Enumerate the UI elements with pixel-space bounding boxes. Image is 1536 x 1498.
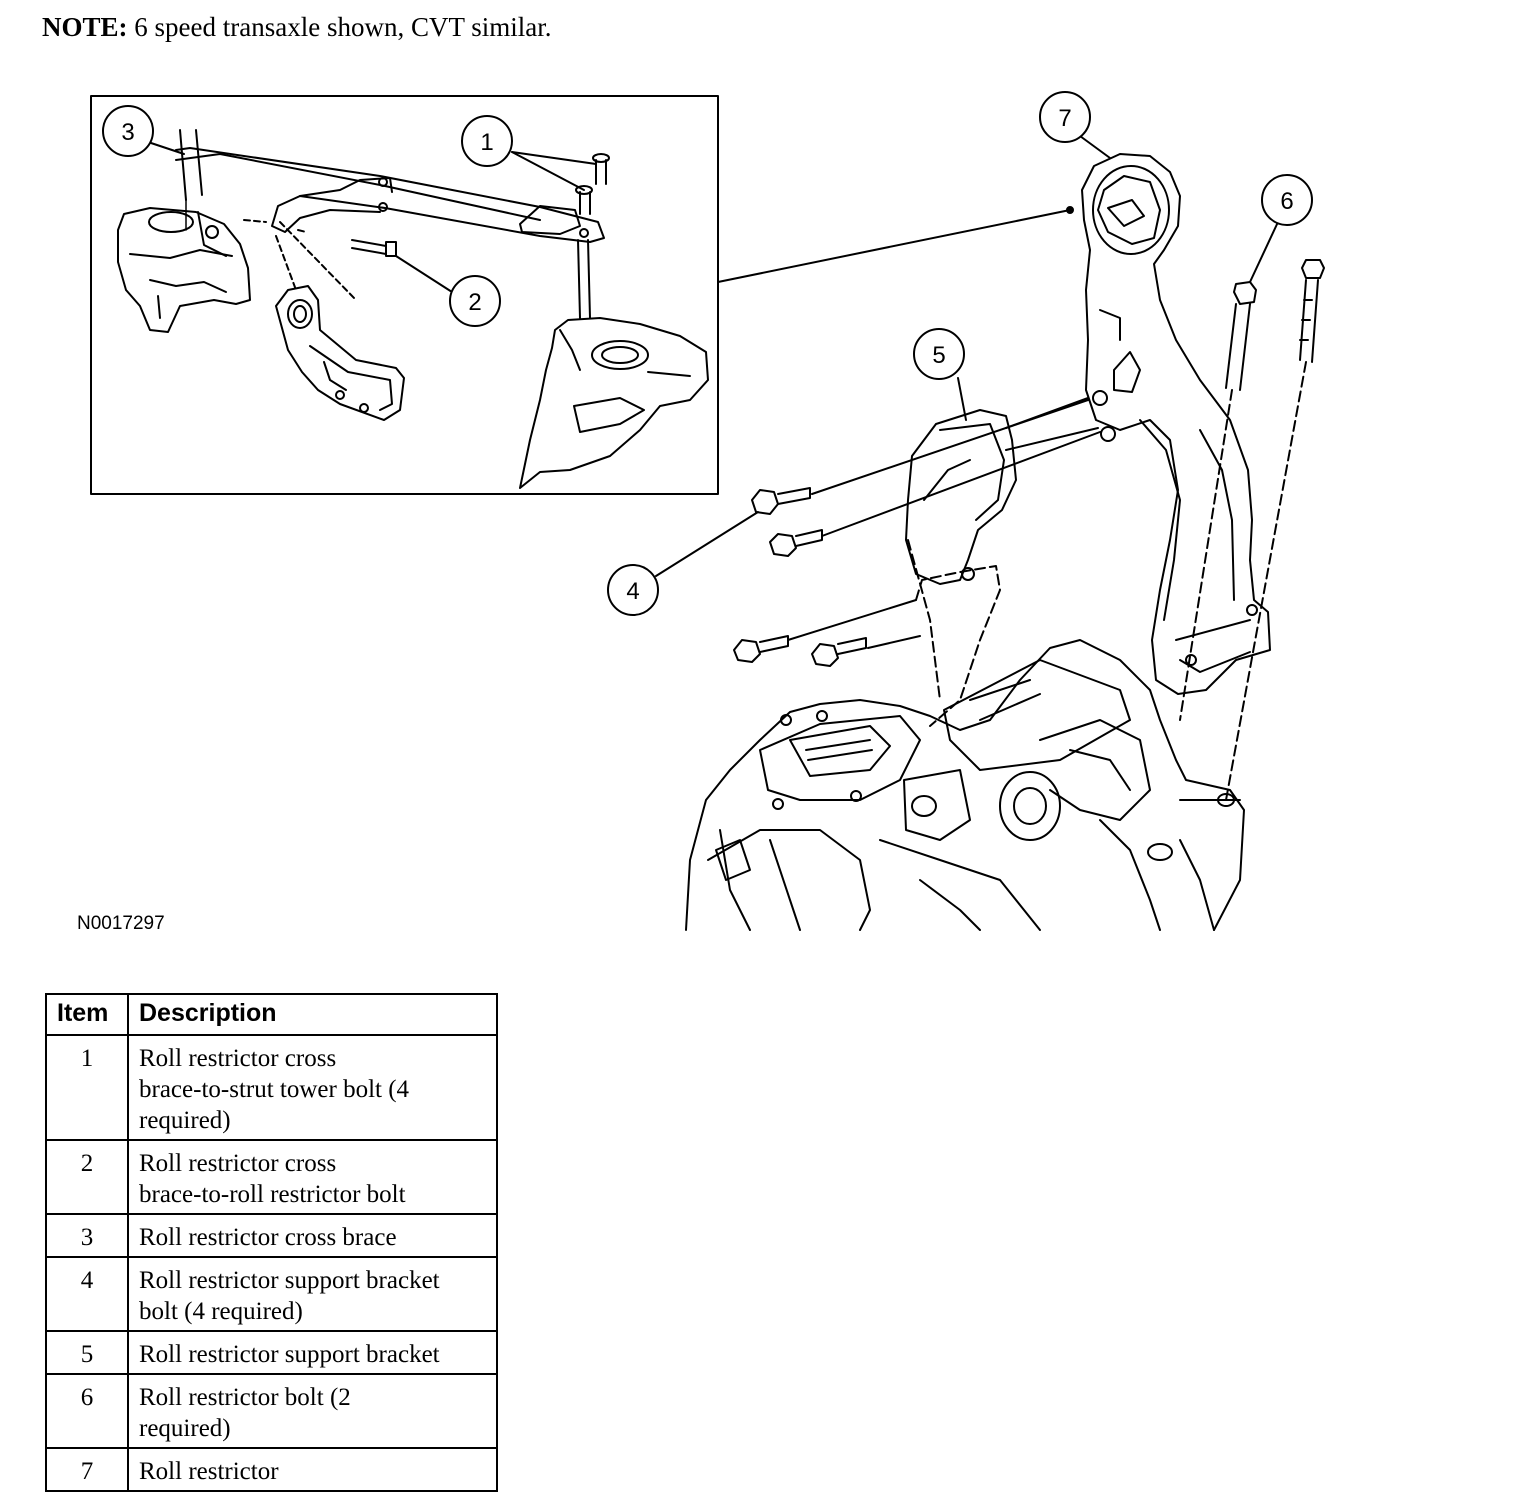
callout-5-label: 5	[932, 342, 945, 369]
inset-bolts-1-drawing	[575, 153, 610, 215]
description-line: Roll restrictor cross	[139, 1045, 337, 1072]
transaxle-drawing	[685, 639, 1245, 931]
right-strut-tower-drawing	[519, 239, 709, 489]
callout-3-label: 3	[121, 119, 134, 146]
description-line: required)	[139, 1415, 231, 1442]
table-row: 1 Roll restrictor cross brace-to-strut t…	[45, 1034, 498, 1141]
callout-6-label: 6	[1280, 188, 1293, 215]
note-body: 6 speed transaxle shown, CVT similar.	[134, 12, 552, 42]
description-line: Roll restrictor cross brace	[139, 1224, 397, 1251]
callout-3: 3	[102, 105, 154, 157]
callout-5: 5	[913, 328, 965, 380]
callout-1-label: 1	[480, 129, 493, 156]
item-number: 2	[45, 1139, 129, 1215]
item-number: 5	[45, 1330, 129, 1375]
note-text: NOTE: 6 speed transaxle shown, CVT simil…	[42, 12, 551, 43]
inset-leader-line	[717, 209, 1071, 283]
inset-dashed-guide	[243, 219, 307, 233]
item-number: 3	[45, 1213, 129, 1258]
exploded-view-diagram: 1 2 3 4 5 6 7	[90, 91, 1325, 931]
callout-leaders	[147, 135, 1279, 577]
cross-brace-drawing	[175, 129, 605, 243]
item-description: Roll restrictor bolt (2 required)	[127, 1373, 498, 1449]
item-description: Roll restrictor support bracket	[127, 1330, 498, 1375]
parts-legend-table: Item Description 1 Roll restrictor cross…	[45, 993, 498, 1492]
callout-7-label: 7	[1058, 105, 1071, 132]
bolts-6-drawing	[1179, 259, 1325, 801]
callout-1: 1	[461, 115, 513, 167]
callout-7: 7	[1039, 91, 1091, 143]
callout-2: 2	[449, 275, 501, 327]
bolts-4-drawing	[733, 399, 1101, 667]
callout-2-label: 2	[468, 289, 481, 316]
inset-detail-view	[90, 95, 719, 495]
description-line: Roll restrictor	[139, 1458, 279, 1485]
description-line: Roll restrictor support bracket	[139, 1267, 440, 1294]
item-description: Roll restrictor cross brace-to-strut tow…	[127, 1034, 498, 1141]
bracket-dashed-guide	[915, 565, 1001, 727]
figure-id: N0017297	[77, 913, 165, 934]
table-row: 7 Roll restrictor	[45, 1447, 498, 1492]
item-number: 6	[45, 1373, 129, 1449]
callout-4-label: 4	[626, 578, 639, 605]
item-description: Roll restrictor	[127, 1447, 498, 1492]
inset-roll-restrictor-drawing	[275, 285, 405, 421]
inset-bolt-2-drawing	[351, 239, 397, 257]
item-number: 4	[45, 1256, 129, 1332]
table-row: 2 Roll restrictor cross brace-to-roll re…	[45, 1139, 498, 1215]
callout-4: 4	[607, 564, 659, 616]
description-line: Roll restrictor bolt (2	[139, 1384, 351, 1411]
item-description: Roll restrictor cross brace	[127, 1213, 498, 1258]
note-label: NOTE:	[42, 12, 128, 42]
item-number: 1	[45, 1034, 129, 1141]
description-line: bolt (4 required)	[139, 1298, 303, 1325]
description-line: Roll restrictor cross	[139, 1150, 337, 1177]
leader-dot	[1066, 206, 1074, 214]
item-number: 7	[45, 1447, 129, 1492]
description-line: Roll restrictor support bracket	[139, 1341, 440, 1368]
table-row: 5 Roll restrictor support bracket	[45, 1330, 498, 1375]
callout-6: 6	[1261, 174, 1313, 226]
description-line: required)	[139, 1107, 231, 1134]
description-line: brace-to-strut tower bolt (4	[139, 1076, 410, 1103]
item-description: Roll restrictor cross brace-to-roll rest…	[127, 1139, 498, 1215]
roll-restrictor-drawing	[1081, 153, 1271, 695]
left-strut-tower-drawing	[117, 207, 251, 333]
table-row: 6 Roll restrictor bolt (2 required)	[45, 1373, 498, 1449]
table-header-row: Item Description	[45, 993, 498, 1036]
description-line: brace-to-roll restrictor bolt	[139, 1181, 406, 1208]
header-description: Description	[127, 993, 498, 1036]
header-item: Item	[45, 993, 129, 1036]
table-row: 3 Roll restrictor cross brace	[45, 1213, 498, 1258]
item-description: Roll restrictor support bracket bolt (4 …	[127, 1256, 498, 1332]
support-bracket-drawing	[905, 397, 1099, 585]
table-row: 4 Roll restrictor support bracket bolt (…	[45, 1256, 498, 1332]
